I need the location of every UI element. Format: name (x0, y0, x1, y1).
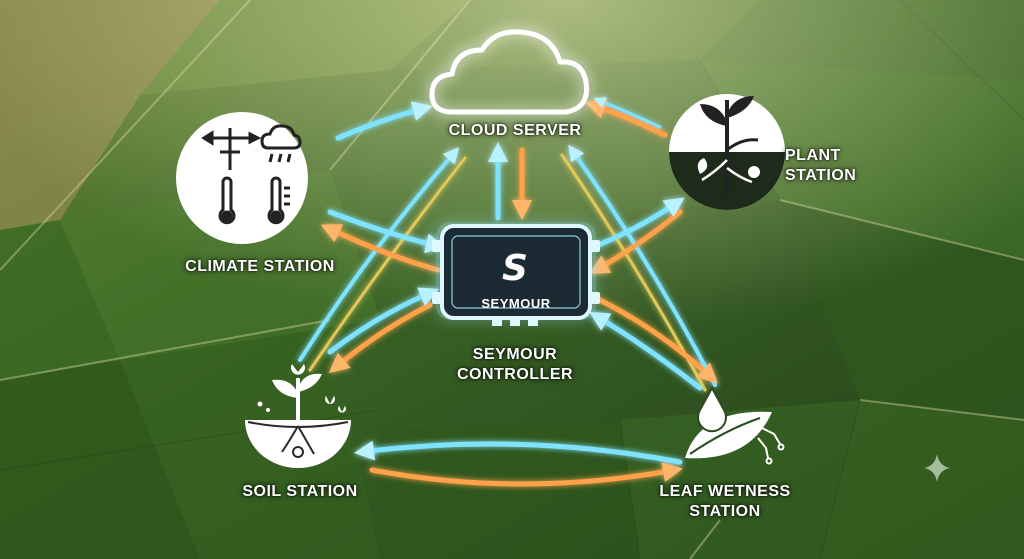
sparkle-icon (924, 454, 950, 482)
soil-station-node (245, 364, 351, 468)
plant-station-label: PLANT STATION (785, 146, 895, 186)
arrow-soil-to-leaf (369, 462, 683, 487)
arrow-plant-to-cloud-2 (593, 97, 662, 129)
arrow-controller-to-plant (593, 197, 685, 249)
rain-cloud-icon (260, 124, 302, 163)
arrow-plant-to-controller (589, 209, 683, 274)
climate-station-node (176, 112, 308, 244)
controller-label-line-2: CONTROLLER (456, 366, 574, 383)
plant-station-label-line-1: PLANT (785, 147, 841, 164)
seedling-soil-icon (245, 364, 351, 468)
seymour-controller-device (432, 222, 600, 326)
leaf-wetness-station-node (685, 385, 785, 465)
controller-brand-text: SEYMOUR (481, 296, 551, 311)
leaf-wetness-label-line-2: STATION (689, 503, 761, 520)
plant-station-label-line-2: STATION (785, 167, 857, 184)
arrow-controller-to-leaf (593, 295, 718, 384)
arrow-controller-to-climate (320, 224, 441, 273)
plant-roots-icon (697, 96, 760, 196)
arrow-leaf-to-soil (354, 440, 683, 465)
leaf-droplet-icon (685, 385, 785, 465)
controller-logo-letter: S (502, 248, 528, 289)
controller-label-line-1: SEYMOUR (472, 346, 558, 363)
leaf-wetness-station-label: LEAF WETNESS STATION (640, 482, 810, 522)
arrow-climate-to-cloud (335, 101, 433, 141)
cloud-server-label: CLOUD SERVER (448, 122, 582, 139)
controller-label: SEYMOUR CONTROLLER (440, 345, 590, 385)
cloud-outline-icon (429, 29, 590, 115)
soil-station-label: SOIL STATION (242, 483, 358, 500)
arrow-leaf-to-controller (589, 311, 703, 391)
leaf-wetness-label-line-1: LEAF WETNESS (659, 483, 791, 500)
cloud-server-node (429, 29, 590, 115)
arrow-controller-to-soil (328, 302, 433, 374)
arrow-soil-to-cloud (298, 147, 460, 362)
connection-arrows (298, 97, 718, 487)
arrow-soil-to-cloud-2 (308, 156, 467, 372)
arrow-leaf-to-cloud (568, 144, 717, 387)
arrow-climate-to-controller (327, 209, 446, 254)
thermometer-icon (218, 176, 236, 225)
climate-station-label: CLIMATE STATION (185, 258, 335, 275)
plant-station-node (669, 94, 785, 210)
arrow-soil-to-controller (327, 287, 440, 355)
thermometer-icon (267, 176, 290, 225)
weather-vane-icon (201, 128, 262, 170)
